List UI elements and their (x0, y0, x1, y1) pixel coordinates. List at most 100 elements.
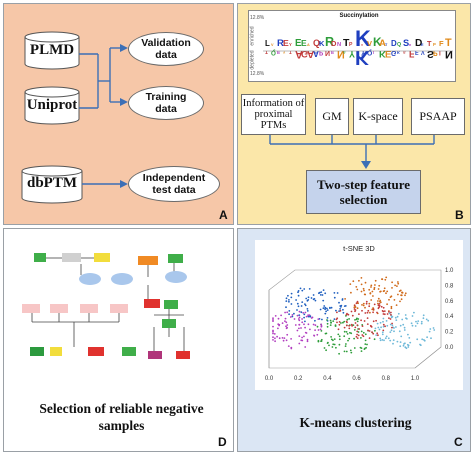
tsne-point (320, 291, 323, 293)
tsne-point (339, 308, 341, 310)
tsne-point (416, 322, 419, 325)
svg-text:E: E (283, 38, 289, 48)
tsne-point (288, 310, 291, 312)
tsne-point (325, 332, 328, 335)
tsne-point (360, 277, 363, 279)
tsne-point (366, 323, 369, 325)
tsne-point (274, 337, 276, 340)
tsne-point (336, 321, 338, 324)
tsne-point (343, 330, 346, 333)
tsne-point (349, 349, 352, 352)
tsne-point (307, 314, 309, 317)
tsne-point (348, 327, 351, 330)
tsne-point (404, 294, 406, 297)
tsne-point (338, 323, 341, 326)
tsne-point (396, 285, 398, 287)
tsne-point (374, 279, 377, 282)
tsne-point (383, 339, 385, 342)
tsne-point (277, 317, 280, 320)
tsne-point (342, 308, 344, 311)
tsne-point (298, 327, 300, 330)
tsne-point (326, 309, 329, 311)
tsne-point (381, 278, 384, 281)
tsne-point (360, 290, 363, 293)
tsne-point (378, 328, 381, 331)
tsne-point (343, 326, 346, 329)
tsne-point (287, 345, 290, 347)
svg-text:D: D (415, 38, 422, 49)
tsne-point (314, 329, 316, 331)
tsne-point (368, 330, 371, 332)
tsne-point (317, 340, 320, 343)
tsne-point (304, 311, 307, 314)
tsne-point (296, 302, 299, 305)
tsne-point (293, 318, 296, 320)
tsne-point (421, 338, 424, 341)
tsne-point (307, 323, 310, 326)
tsne-point (364, 333, 367, 336)
tsne-point (390, 311, 392, 314)
tsne-point (312, 298, 315, 301)
tsne-point (377, 302, 379, 305)
tsne-point (366, 311, 369, 314)
tsne-point (274, 340, 276, 343)
tsne-point (367, 309, 370, 312)
tsne-point (272, 330, 274, 333)
feature-proximal-ptms: Information of proximal PTMs (241, 94, 306, 135)
tsne-point (382, 323, 385, 326)
tsne-point (353, 329, 356, 331)
tsne-point (360, 319, 362, 322)
svg-text:A: A (313, 49, 319, 58)
tsne-point (338, 352, 340, 355)
tsne-point (382, 310, 385, 313)
tsne-point (333, 338, 336, 340)
svg-text:N: N (337, 48, 345, 60)
svg-text:R: R (277, 38, 284, 49)
feature-psaap: PSAAP (411, 98, 465, 135)
tsne-point (333, 292, 336, 294)
tsne-point (302, 312, 305, 314)
tsne-point (337, 333, 340, 336)
tsne-point (382, 290, 385, 293)
tsne-point (281, 337, 284, 339)
tsne-point (324, 308, 326, 311)
tsne-point (349, 331, 351, 334)
svg-text:D: D (331, 39, 337, 48)
tsne-point (391, 287, 393, 289)
negative-sample-flow-diagram (22, 253, 190, 359)
tsne-point (353, 304, 356, 307)
tsne-point (285, 297, 288, 300)
tsne-point (391, 281, 393, 284)
tsne-point (392, 342, 394, 345)
tsne-point (337, 328, 340, 331)
svg-text:V: V (361, 43, 364, 47)
tsne-point (326, 325, 329, 328)
tsne-point (377, 334, 379, 337)
tsne-point (363, 320, 366, 322)
tsne-point (348, 324, 350, 327)
tsne-point (272, 325, 274, 328)
z-tick-label: 0.6 (445, 299, 454, 305)
tsne-point (375, 334, 378, 336)
tsne-point (285, 325, 287, 328)
tsne-point (370, 286, 372, 288)
tsne-point (303, 288, 306, 290)
tsne-point (346, 318, 349, 321)
tsne-point (397, 281, 399, 283)
tsne-point (303, 335, 305, 338)
tsne-point (377, 297, 380, 300)
tsne-point (286, 326, 288, 329)
tsne-point (379, 339, 382, 342)
tsne-point (398, 330, 401, 333)
tsne-point (382, 329, 385, 332)
tsne-point (383, 287, 386, 290)
svg-text:K: K (373, 35, 382, 49)
tsne-point (329, 324, 332, 326)
tsne-point (303, 316, 305, 319)
svg-text:E: E (301, 38, 307, 48)
tsne-point (362, 331, 365, 334)
tsne-point (336, 292, 339, 294)
tsne-point (373, 288, 376, 291)
tsne-point (296, 314, 299, 317)
